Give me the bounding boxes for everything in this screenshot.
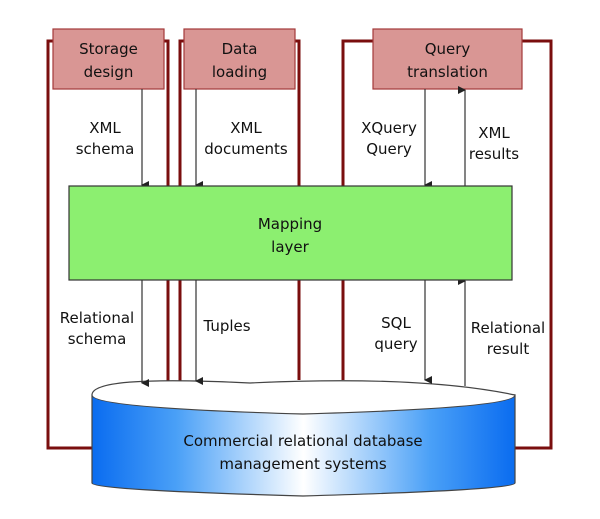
- label-xquery-2: Query: [366, 140, 412, 158]
- label-sql-query-1: SQL: [381, 314, 411, 332]
- label-xml-schema-1: XML: [89, 119, 121, 137]
- label-relational-result-1: Relational: [471, 319, 545, 337]
- label-xml-results-2: results: [469, 145, 519, 163]
- data-loading-label-1: Data: [222, 40, 258, 58]
- label-xml-documents-1: XML: [230, 119, 262, 137]
- frame-lines: [46, 39, 553, 450]
- storage-frame: [46, 39, 92, 450]
- label-xml-results-1: XML: [478, 124, 510, 142]
- database-label-1: Commercial relational database: [183, 432, 422, 450]
- label-xml-schema-2: schema: [76, 140, 135, 158]
- database-label-2: management systems: [219, 455, 386, 473]
- database-cylinder: Commercial relational database managemen…: [91, 380, 516, 497]
- query-translation-label-1: Query: [425, 40, 471, 58]
- storage-design-label-1: Storage: [79, 40, 138, 58]
- label-sql-query-2: query: [374, 335, 417, 353]
- label-xml-documents-2: documents: [204, 140, 288, 158]
- mapping-layer-box: Mapping layer: [68, 185, 513, 281]
- arrows: [141, 86, 466, 387]
- label-tuples: Tuples: [202, 317, 250, 335]
- storage-design-label-2: design: [84, 63, 134, 81]
- query-translation-label-2: translation: [407, 63, 488, 81]
- edge-labels: XML schema XML documents XQuery Query XM…: [60, 119, 545, 358]
- storage-design-box: Storage design: [52, 28, 165, 90]
- mapping-layer-label-1: Mapping: [258, 215, 322, 233]
- label-relational-schema-2: schema: [68, 330, 127, 348]
- query-frame-right: [515, 39, 553, 450]
- query-translation-box: Query translation: [372, 28, 523, 90]
- mapping-layer-label-2: layer: [271, 238, 309, 256]
- label-relational-schema-1: Relational: [60, 309, 134, 327]
- data-loading-label-2: loading: [212, 63, 267, 81]
- label-relational-result-2: result: [487, 340, 530, 358]
- data-loading-box: Data loading: [183, 28, 296, 90]
- label-xquery-1: XQuery: [361, 119, 417, 137]
